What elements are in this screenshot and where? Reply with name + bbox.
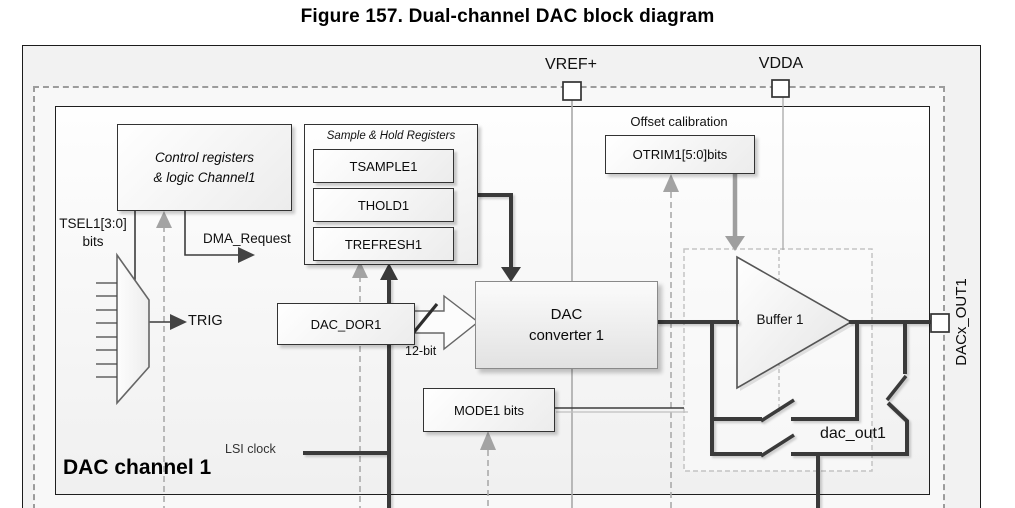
- switch1-blade: [760, 398, 795, 423]
- tsel-bits-label: TSEL1[3:0] bits: [53, 215, 133, 251]
- dac-dor1-register-box: DAC_DOR1: [277, 303, 415, 345]
- vdda-pin-label: VDDA: [758, 55, 804, 72]
- vref-pin-square: [562, 81, 582, 101]
- sample-hold-registers-box: Sample & Hold Registers TSAMPLE1 THOLD1 …: [304, 124, 478, 265]
- arrow-up-mode-icon: [480, 431, 496, 450]
- thold1-register-box: THOLD1: [313, 188, 454, 222]
- vref-pin-label: VREF+: [544, 56, 597, 73]
- data-bus-arrow: [408, 294, 480, 351]
- trefresh1-register-box: TREFRESH1: [313, 227, 454, 261]
- offset-calibration-label: Offset calibration: [630, 114, 728, 129]
- tsel-bits-line2: bits: [82, 234, 104, 250]
- dark-arrowheads: [170, 247, 255, 330]
- trig-label: TRIG: [188, 313, 223, 329]
- thin-routing: [134, 209, 684, 409]
- otrim-register-box: OTRIM1[5:0]bits: [605, 135, 755, 174]
- dac-out1-label: dac_out1: [820, 425, 886, 442]
- control-registers-line2: & logic Channel1: [153, 169, 256, 185]
- gray-arrowheads: [156, 174, 679, 450]
- bus-width-label: 12-bit: [405, 344, 437, 358]
- sample-hold-title: Sample & Hold Registers: [326, 130, 456, 142]
- trigger-mux: [96, 252, 150, 406]
- arrow-down-converter-icon: [501, 267, 521, 282]
- dacx-out1-pin-square: [930, 313, 950, 333]
- arrow-up-trefresh-icon: [380, 263, 398, 280]
- arrow-right-trig-icon: [170, 314, 187, 330]
- otrim-to-buffer-arrow: [725, 172, 745, 251]
- dma-line: [184, 209, 240, 256]
- switch-blades: [760, 374, 908, 458]
- pin-squares: [562, 79, 950, 333]
- dacx-out1-pin-label: DACx_OUT1: [953, 278, 970, 366]
- buffer-label: Buffer 1: [756, 312, 804, 327]
- dma-request-label: DMA_Request: [203, 231, 291, 246]
- samplehold-to-converter-line: [477, 193, 513, 268]
- tsel-bits-line1: TSEL1[3:0]: [59, 216, 127, 231]
- figure-title: Figure 157. Dual-channel DAC block diagr…: [300, 6, 715, 27]
- control-registers-box: Control registers & logic Channel1: [117, 124, 292, 211]
- control-dashed-lines: [163, 192, 672, 508]
- arrow-up-samplehold-icon: [352, 261, 368, 278]
- bus-arrow-icon: [412, 294, 480, 351]
- vdda-pin-square: [771, 79, 790, 98]
- arrow-up-otrim-icon: [663, 174, 679, 192]
- dac-converter-line1: DAC: [550, 306, 583, 323]
- mux-input-ticks: [96, 282, 117, 378]
- lsi-clock-label: LSI clock: [225, 442, 276, 456]
- mux-shape: [116, 252, 150, 406]
- mode1-bits-box: MODE1 bits: [423, 388, 555, 432]
- converter-input-arrows: [380, 263, 521, 282]
- dac-channel1-label: DAC channel 1: [63, 456, 212, 479]
- control-registers-line1: Control registers: [154, 149, 255, 165]
- arrow-down-buffer-icon: [725, 236, 745, 251]
- dac-out1-line: [791, 401, 909, 456]
- arrow-right-dma-icon: [238, 247, 255, 263]
- arrow-up-control-icon: [156, 211, 172, 228]
- out-switch-blade: [885, 374, 908, 402]
- switch2-blade: [760, 433, 795, 458]
- dac-converter-box: DAC converter 1: [475, 281, 658, 369]
- tsample1-register-box: TSAMPLE1: [313, 149, 454, 183]
- dac-converter-line2: converter 1: [528, 327, 605, 344]
